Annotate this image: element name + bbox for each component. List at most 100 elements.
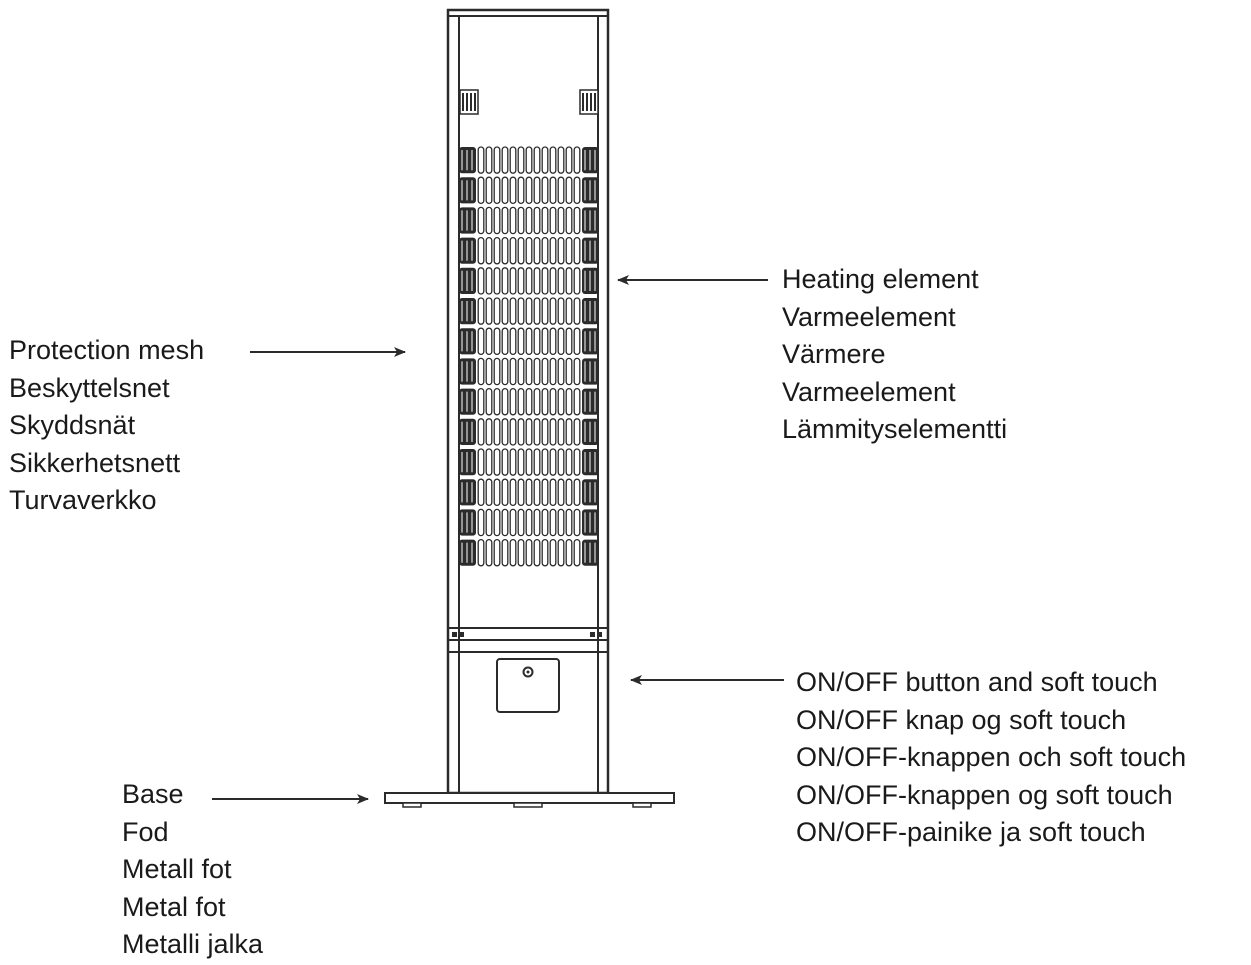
grille-slot (501, 418, 509, 446)
heater-tower (384, 8, 675, 808)
grille-slot (541, 387, 549, 416)
protection-mesh-label-fi: Turvaverkko (9, 485, 157, 515)
grille-slot (533, 146, 541, 174)
grille-slot (509, 176, 517, 205)
grille-slot (493, 387, 501, 416)
grille-slot (565, 146, 573, 174)
grille-slot (533, 297, 541, 325)
base-foot-left (402, 802, 422, 808)
grille-slot (501, 327, 509, 356)
heating-element-label-no: Varmeelement (782, 376, 956, 407)
grille-slot (549, 327, 557, 356)
grille-slot (493, 206, 501, 235)
grille-slot (565, 357, 573, 386)
grille-slot (493, 267, 501, 295)
grille-slot (573, 267, 581, 295)
grille-slot (501, 387, 509, 416)
top-left-vent (459, 89, 479, 115)
onoff-button-label-en: ON/OFF button and soft touch (796, 667, 1158, 697)
grille-slot (525, 297, 533, 325)
grille-slot (525, 387, 533, 416)
grille-slot (541, 327, 549, 356)
grille-slot (557, 508, 565, 537)
grille-slot (565, 236, 573, 265)
grille-slot (501, 297, 509, 325)
grille-slot (565, 448, 573, 476)
grille-slot (573, 448, 581, 476)
grille-slot (493, 508, 501, 537)
grille-slot (493, 236, 501, 265)
grille-slot (565, 387, 573, 416)
grille-slot (493, 297, 501, 325)
grille-slot (517, 478, 525, 507)
grille-slot (485, 146, 493, 174)
grille-slot (573, 418, 581, 446)
divider-band (448, 627, 608, 641)
grille-slot (485, 387, 493, 416)
grille-slot (549, 387, 557, 416)
grille-slot (509, 146, 517, 174)
grille-slot (509, 327, 517, 356)
grille-slot (525, 448, 533, 476)
protection-mesh-label-sv: Skyddsnät (9, 410, 136, 440)
base-foot-right (632, 802, 652, 808)
grille-slot (557, 176, 565, 205)
heating-element-label-en: Heating element (782, 264, 979, 294)
grille-slot (493, 478, 501, 507)
grille-slot (493, 418, 501, 446)
grille-slot (485, 267, 493, 295)
grille-slot (509, 206, 517, 235)
grille-slot (517, 297, 525, 325)
grille-slot (549, 267, 557, 295)
grille-slot (485, 206, 493, 235)
grille-slot (549, 176, 557, 205)
protection-mesh-grille (459, 146, 599, 567)
grille-slot (541, 267, 549, 295)
grille-slot (573, 297, 581, 325)
grille-slot (477, 146, 485, 174)
grille-slot (557, 267, 565, 295)
grille-slot (485, 327, 493, 356)
grille-slot (533, 448, 541, 476)
grille-slot (501, 176, 509, 205)
grille-slot (533, 387, 541, 416)
grille-slot (541, 508, 549, 537)
grille-slot (541, 478, 549, 507)
grille-slot (533, 478, 541, 507)
grille-slot (533, 267, 541, 295)
grille-slot (485, 297, 493, 325)
grille-slot (549, 146, 557, 174)
top-right-vent (579, 89, 599, 115)
grille-slot (565, 176, 573, 205)
grille-slot (557, 538, 565, 567)
grille-slot (525, 206, 533, 235)
grille-slot (573, 327, 581, 356)
protection-mesh-labels: Protection mesh Beskyttelsnet Skyddsnät … (9, 332, 204, 520)
grille-slot (525, 538, 533, 567)
grille-slot (509, 538, 517, 567)
grille-slot (517, 206, 525, 235)
onoff-button-label-no: ON/OFF-knappen og soft touch (796, 779, 1173, 810)
grille-slot (517, 538, 525, 567)
onoff-button-label-sv: ON/OFF-knappen och soft touch (796, 742, 1187, 772)
grille-slot (541, 176, 549, 205)
grille-slot (525, 508, 533, 537)
grille-slot (509, 508, 517, 537)
grille-slot (493, 448, 501, 476)
grille-slot (477, 387, 485, 416)
heating-element-labels: Heating element Varmeelement Värmere Var… (782, 261, 1007, 449)
base-label-en: Base (122, 779, 184, 809)
grille-slot (485, 357, 493, 386)
grille-slot (493, 327, 501, 356)
grille-slot (533, 206, 541, 235)
onoff-button-label-fi: ON/OFF-painike ja soft touch (796, 817, 1146, 847)
grille-slot (525, 418, 533, 446)
grille-slot (517, 146, 525, 174)
grille-slot (493, 146, 501, 174)
base-label-no: Metal fot (122, 891, 226, 922)
grille-slot (557, 146, 565, 174)
protection-mesh-label-no: Sikkerhetsnett (9, 447, 181, 478)
grille-slot (541, 357, 549, 386)
grille-slot (533, 508, 541, 537)
